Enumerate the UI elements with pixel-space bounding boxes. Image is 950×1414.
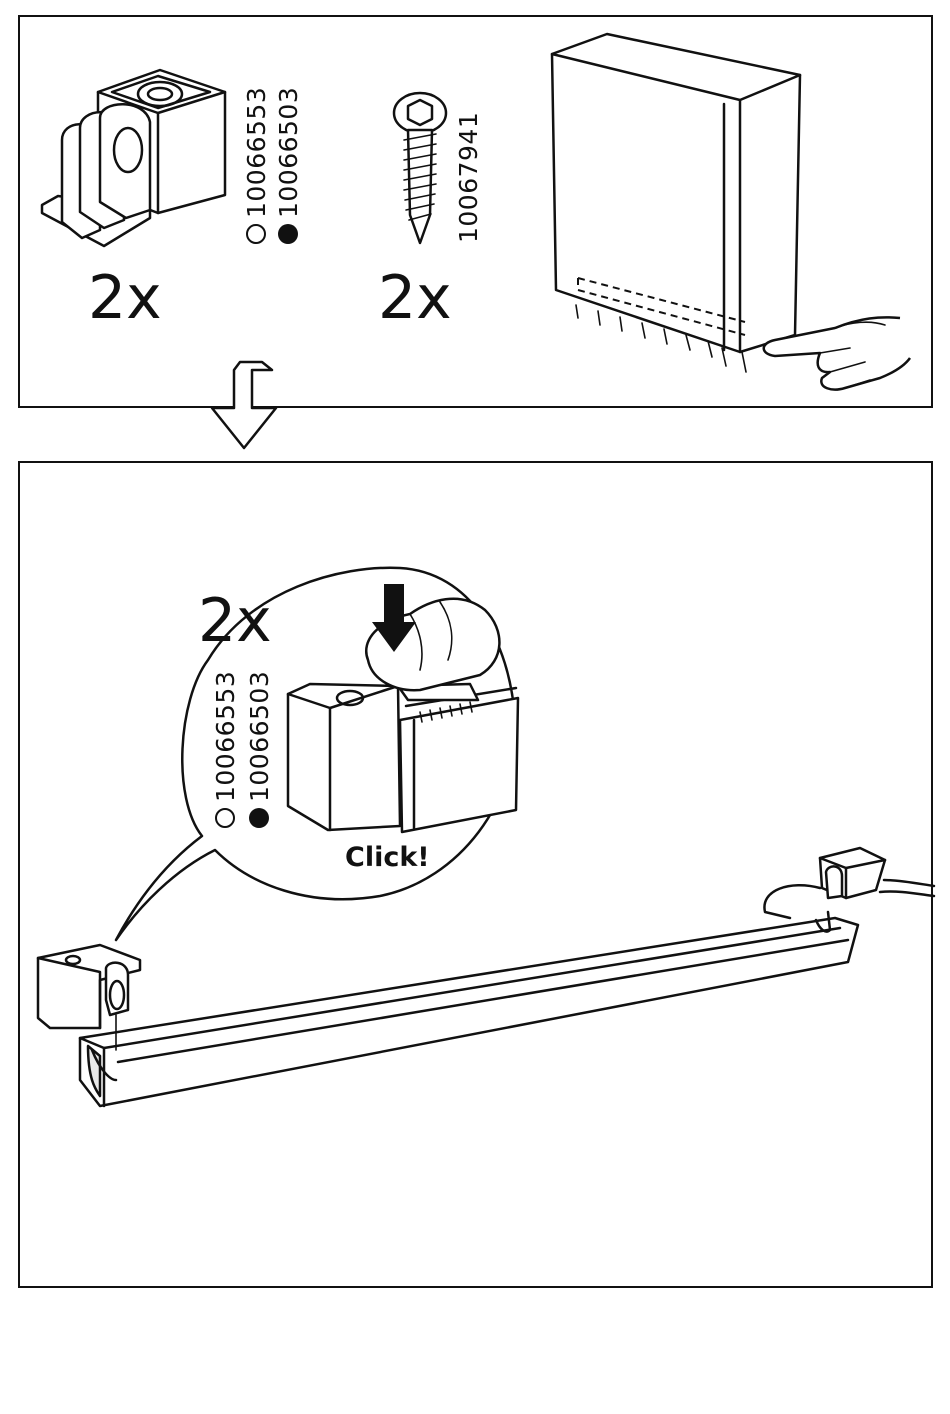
click-label: Click! bbox=[345, 842, 430, 873]
right-clip-illustration bbox=[764, 848, 934, 932]
screw-illustration bbox=[394, 93, 446, 243]
clip-part-articles: 10066553 10066503 bbox=[242, 87, 303, 244]
clip-article-white: 10066553 bbox=[242, 87, 271, 218]
cabinet-illustration bbox=[552, 34, 800, 372]
clip-part-illustration bbox=[42, 70, 225, 246]
black-finish-marker bbox=[278, 224, 298, 244]
white-finish-marker bbox=[216, 809, 234, 827]
screw-article: 10067941 bbox=[454, 112, 483, 243]
rail-illustration bbox=[80, 918, 858, 1106]
screw-quantity: 2x bbox=[378, 263, 452, 333]
detail-article-white: 10066553 bbox=[211, 671, 240, 802]
detail-article-black: 10066503 bbox=[245, 671, 274, 802]
detail-quantity: 2x bbox=[198, 586, 272, 656]
black-finish-marker bbox=[249, 808, 269, 828]
clip-article-black: 10066503 bbox=[274, 87, 303, 218]
clip-quantity: 2x bbox=[88, 263, 162, 333]
white-finish-marker bbox=[247, 225, 265, 243]
step-arrow-icon bbox=[212, 362, 276, 448]
